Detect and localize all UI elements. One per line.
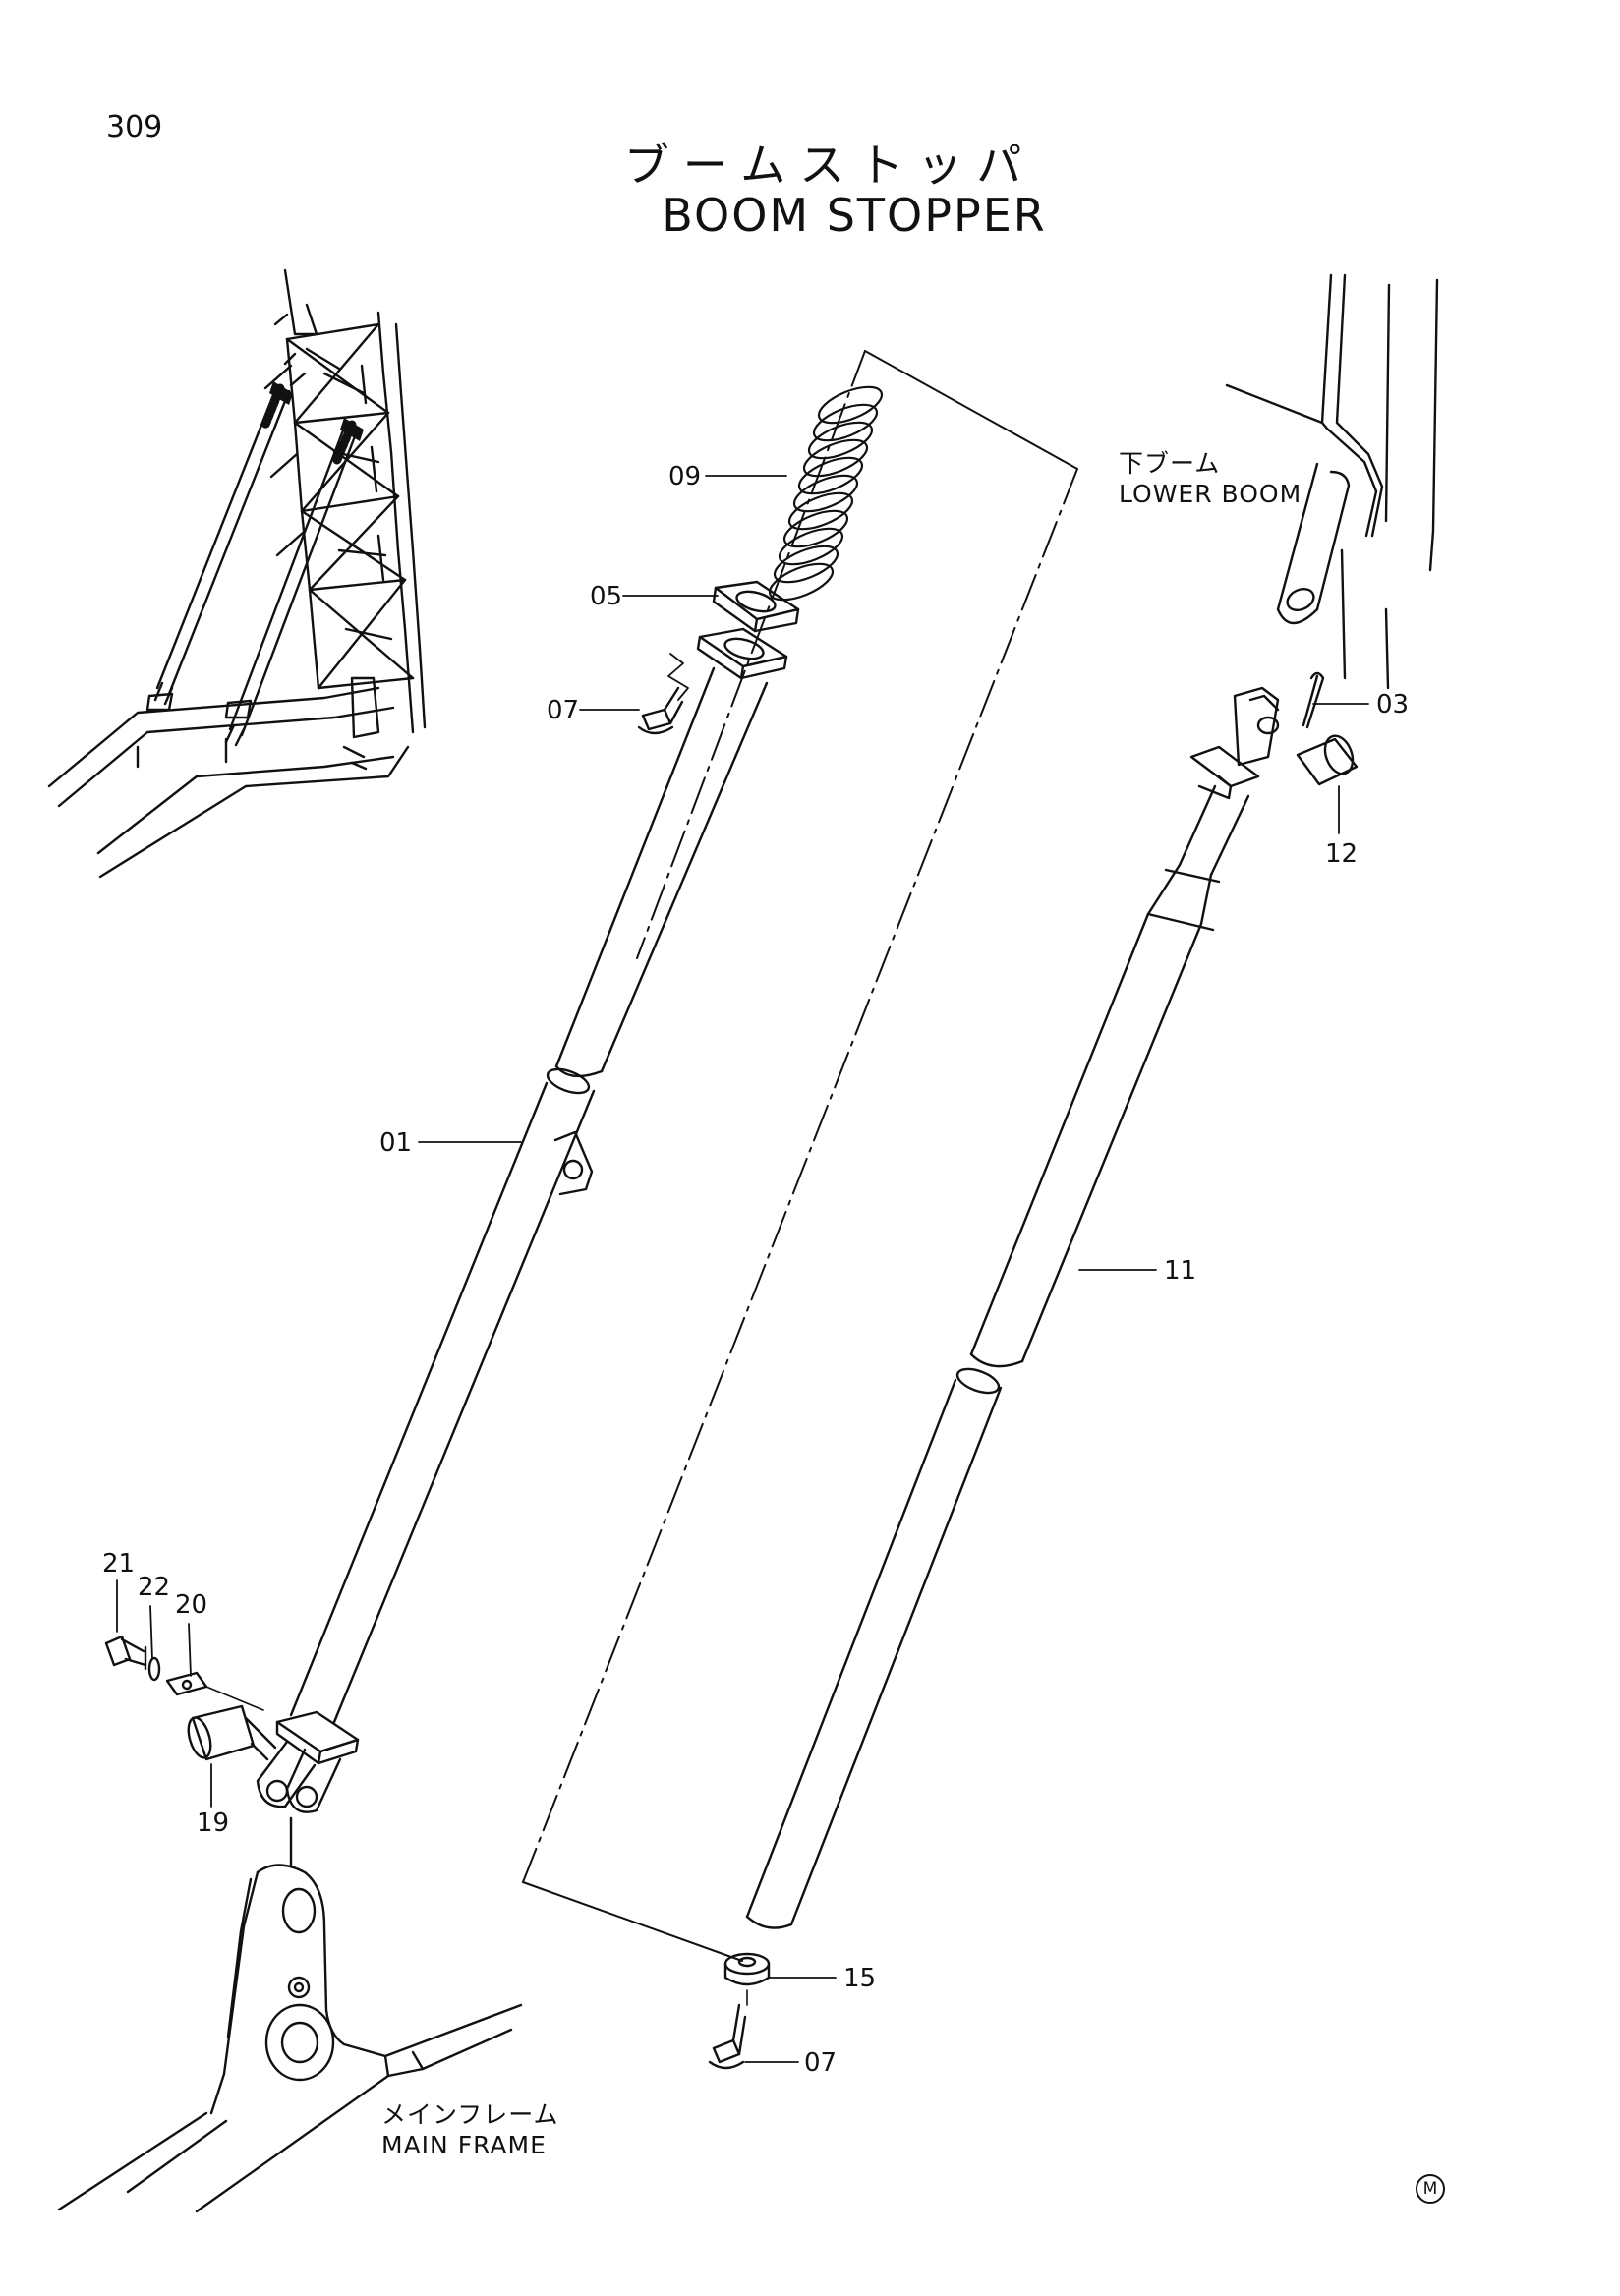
page-number: 309 — [106, 110, 163, 144]
bolt-part-07-upper — [637, 686, 684, 735]
plate-part-20 — [165, 1671, 264, 1711]
callout-03: 03 — [1376, 690, 1410, 719]
callout-07-lower: 07 — [804, 2048, 838, 2078]
model-mark: M — [1416, 2174, 1445, 2204]
callout-22: 22 — [138, 1573, 171, 1602]
lower-boom-label: 下ブーム LOWER BOOM — [1119, 448, 1302, 510]
tube-part-11-lower — [745, 1367, 1003, 1929]
assembly-guide-box — [522, 350, 1078, 1962]
callout-21: 21 — [102, 1549, 136, 1578]
inset-stopper-rod-left — [153, 381, 293, 706]
tube-part-01-lower — [289, 1067, 596, 1724]
bolt-part-21 — [104, 1635, 147, 1671]
snap-pin-part-03 — [1302, 671, 1325, 729]
clevis-bottom — [256, 1710, 360, 1867]
main-frame-label-en: MAIN FRAME — [381, 2131, 547, 2160]
title-english: BOOM STOPPER — [662, 189, 1047, 242]
tube-part-11-upper — [969, 686, 1280, 1368]
callout-15: 15 — [843, 1964, 877, 1993]
title-japanese: ブームストッパ — [623, 139, 1036, 192]
callout-20: 20 — [175, 1590, 208, 1620]
callout-11: 11 — [1164, 1256, 1197, 1286]
lower-boom-label-en: LOWER BOOM — [1119, 480, 1302, 509]
spring-part-09 — [768, 385, 884, 602]
callout-19: 19 — [197, 1808, 230, 1838]
tube-part-01-upper — [554, 627, 788, 1078]
callout-09: 09 — [668, 462, 702, 491]
lower-boom-label-jp: 下ブーム — [1119, 449, 1221, 478]
callout-01: 01 — [379, 1128, 413, 1158]
pin-part-12 — [1296, 734, 1359, 786]
callout-leaders — [116, 475, 1369, 2063]
lower-boom-bracket — [1225, 273, 1439, 690]
inset-boom-lattice — [47, 268, 427, 879]
main-frame-bracket — [57, 1864, 523, 2213]
pin-part-19 — [187, 1704, 277, 1761]
inset-stopper-rod-right — [224, 418, 364, 747]
callout-05: 05 — [590, 582, 623, 611]
callout-12: 12 — [1325, 839, 1359, 869]
plate-part-05 — [712, 580, 800, 633]
main-frame-label: メインフレーム MAIN FRAME — [381, 2099, 559, 2161]
callout-07-upper: 07 — [547, 696, 580, 725]
washer-part-22 — [147, 1656, 161, 1682]
bolt-part-07-lower — [708, 1989, 748, 2070]
cap-part-15 — [723, 1952, 771, 1986]
main-frame-label-jp: メインフレーム — [381, 2100, 559, 2129]
